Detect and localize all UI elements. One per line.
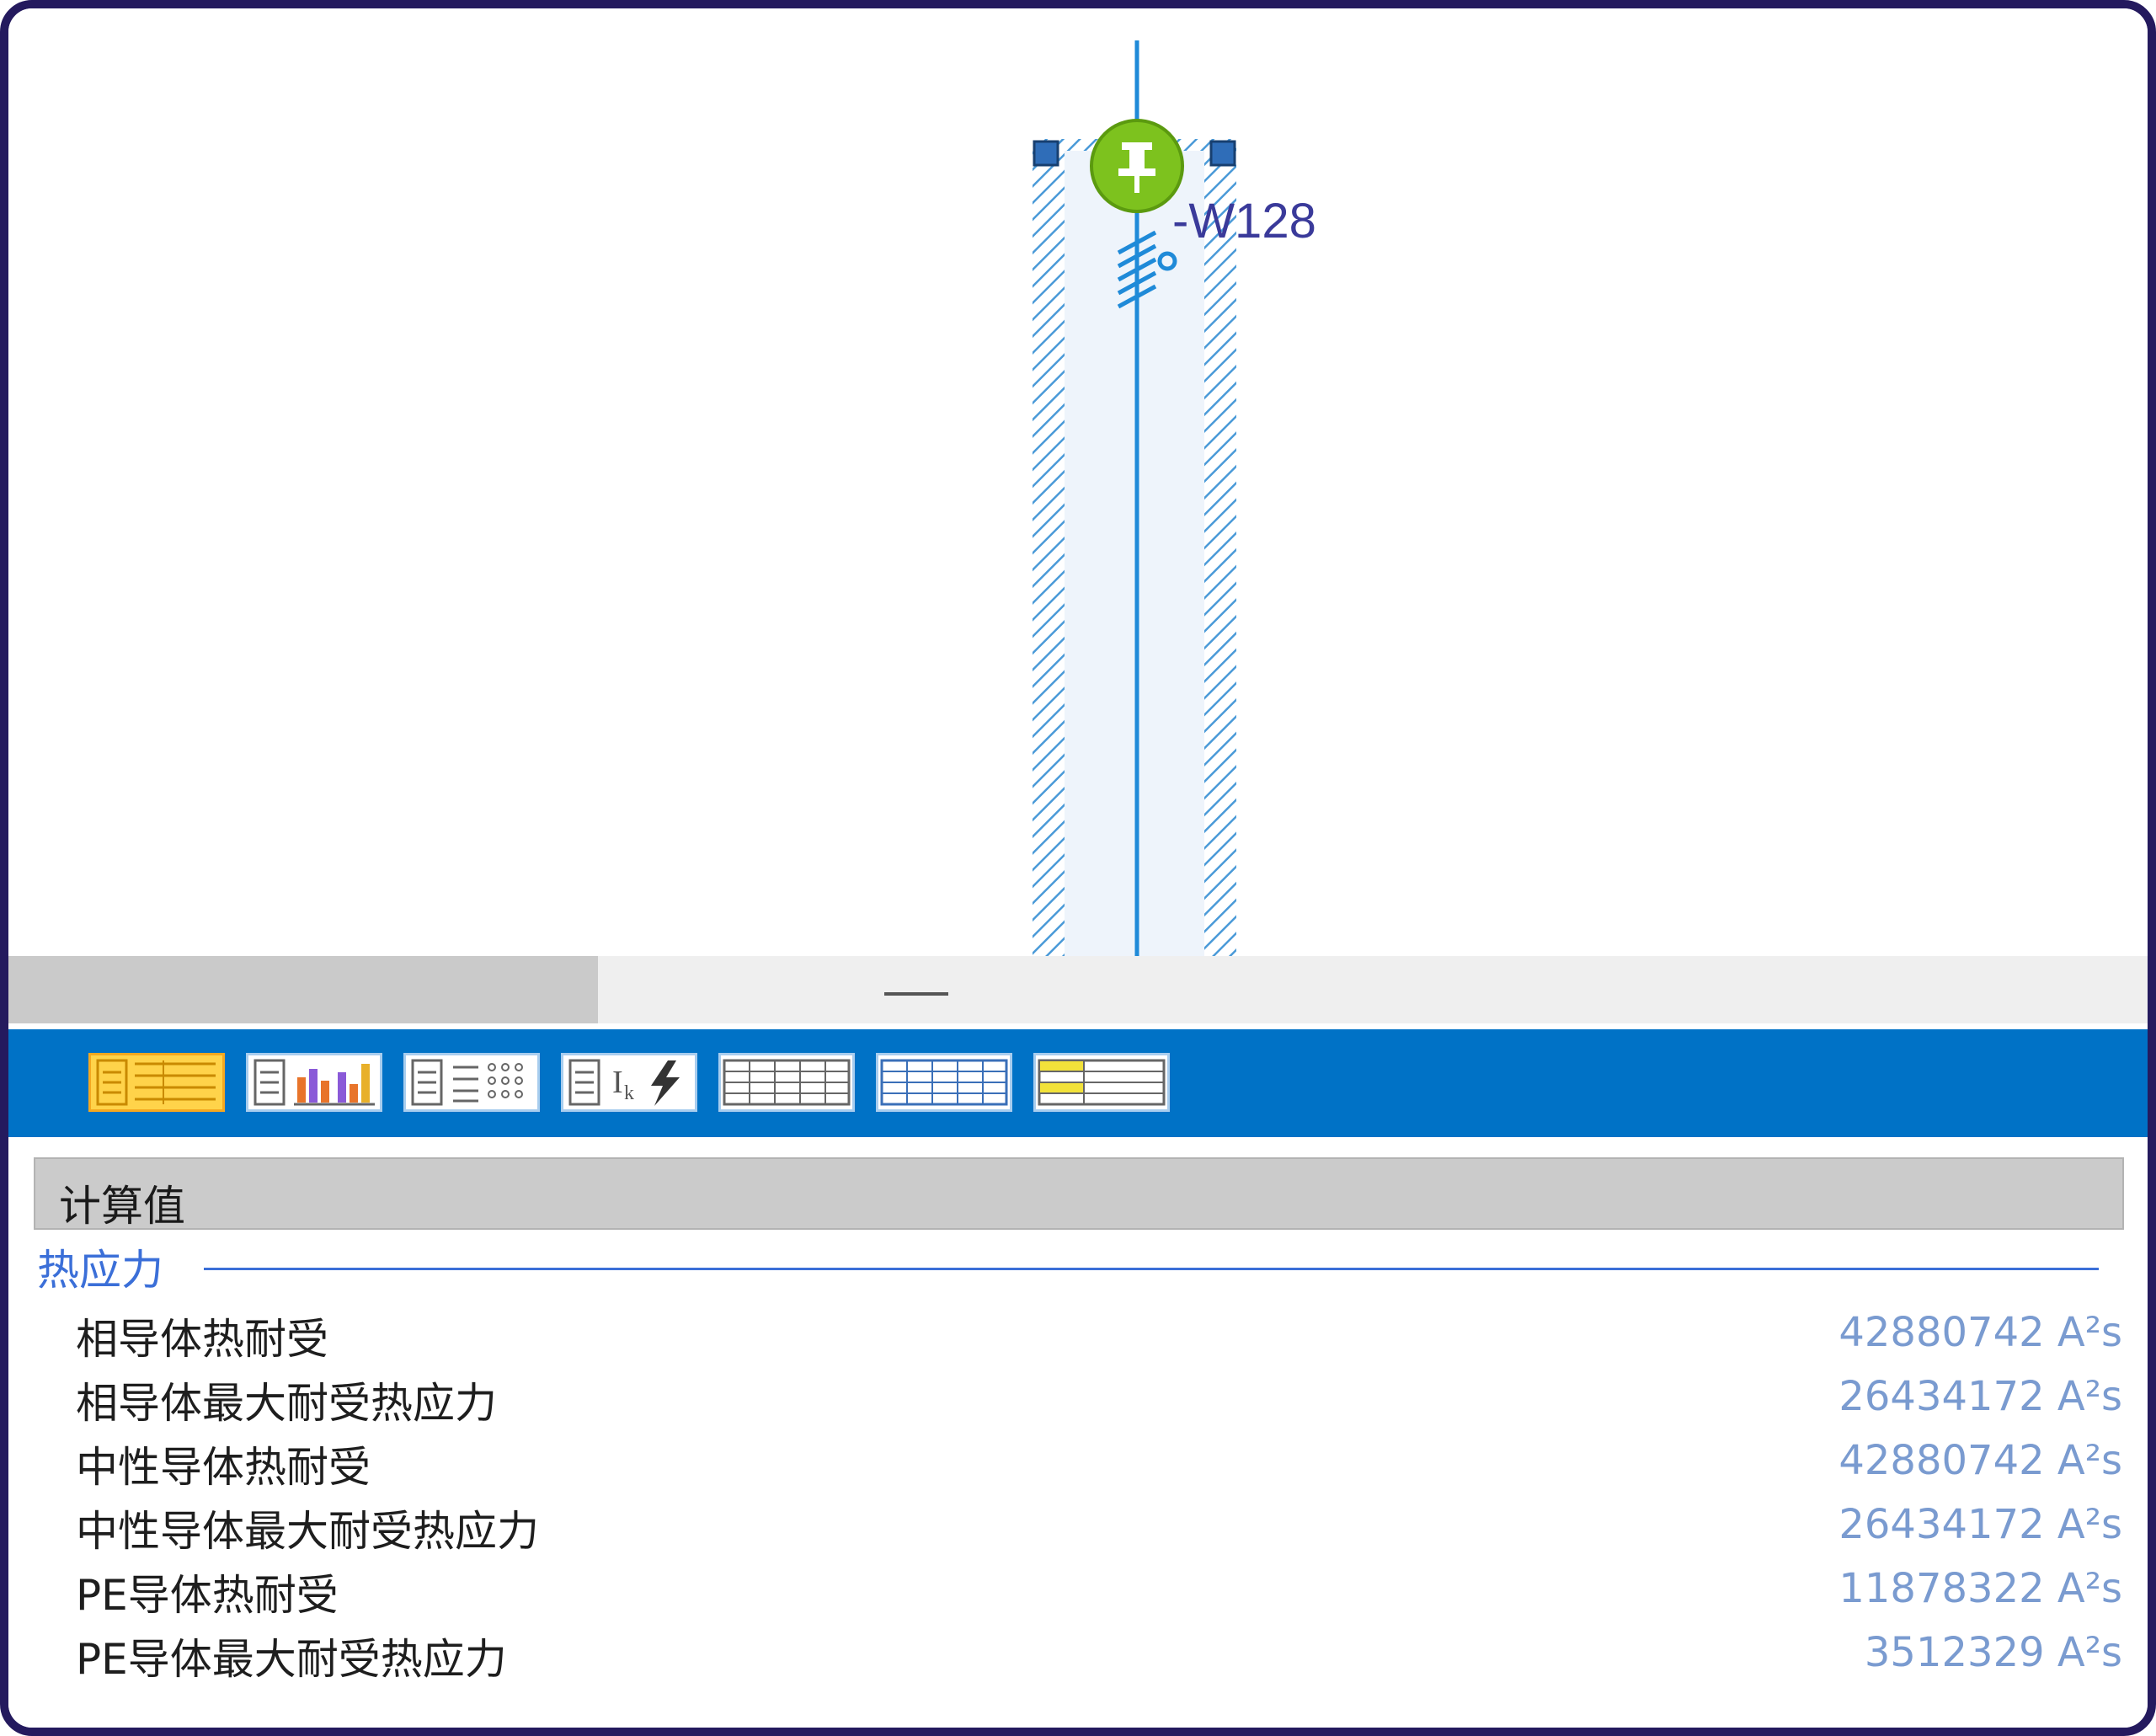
schematic-canvas[interactable]: -W128 <box>8 8 2148 956</box>
view-toolbar: I k <box>8 1029 2148 1137</box>
highlight-table-icon <box>1038 1059 1166 1106</box>
property-row[interactable]: 中性导体最大耐受热应力 26434172 A²s <box>76 1498 2122 1557</box>
table-icon <box>723 1059 851 1106</box>
properties-panel: 计算值 热应力 相导体热耐受 42880742 A²s 相导体最大耐受热应力 2… <box>8 1137 2148 1728</box>
section-header[interactable]: 计算值 <box>34 1157 2124 1231</box>
panel-splitter[interactable] <box>8 956 2148 1023</box>
view-list-button[interactable] <box>403 1053 540 1112</box>
property-label: PE导体最大耐受热应力 <box>76 1635 507 1684</box>
splitter-left-region <box>8 956 598 1023</box>
component-label: -W128 <box>1172 194 1316 248</box>
property-value: 42880742 A²s <box>1838 1309 2122 1356</box>
bar-chart-icon <box>253 1059 375 1106</box>
property-row[interactable]: 相导体热耐受 42880742 A²s <box>76 1306 2122 1365</box>
property-row[interactable]: 相导体最大耐受热应力 26434172 A²s <box>76 1370 2122 1429</box>
group-divider <box>204 1268 2099 1270</box>
svg-text:k: k <box>624 1082 634 1104</box>
property-value: 26434172 A²s <box>1838 1373 2122 1420</box>
property-row[interactable]: PE导体热耐受 11878322 A²s <box>76 1562 2122 1621</box>
view-highlight-table-button[interactable] <box>1033 1053 1170 1112</box>
selection-hatch-left <box>1033 143 1065 956</box>
view-chart-button[interactable] <box>246 1053 382 1112</box>
splitter-grip[interactable] <box>884 992 948 996</box>
view-summary-button[interactable] <box>88 1053 225 1112</box>
pushpin-icon[interactable] <box>1090 119 1184 213</box>
property-value: 26434172 A²s <box>1838 1501 2122 1548</box>
group-title: 热应力 <box>37 1246 163 1295</box>
property-label: 相导体热耐受 <box>76 1315 328 1364</box>
view-table-alt-button[interactable] <box>876 1053 1012 1112</box>
property-row[interactable]: 中性导体热耐受 42880742 A²s <box>76 1434 2122 1493</box>
ik-lightning-icon: I k <box>568 1059 680 1106</box>
resize-handle-right[interactable] <box>1209 140 1236 167</box>
property-value: 42880742 A²s <box>1838 1437 2122 1484</box>
view-short-circuit-button[interactable]: I k <box>561 1053 697 1112</box>
property-label: 中性导体最大耐受热应力 <box>76 1507 539 1556</box>
list-grid-icon <box>411 1059 523 1106</box>
cable-symbol-icon <box>1117 230 1177 309</box>
section-header-label: 计算值 <box>59 1182 185 1231</box>
property-value: 3512329 A²s <box>1864 1629 2122 1676</box>
property-row[interactable]: PE导体最大耐受热应力 3512329 A²s <box>76 1626 2122 1685</box>
resize-handle-left[interactable] <box>1033 140 1059 167</box>
layout-summary-icon <box>96 1059 216 1106</box>
view-table-button[interactable] <box>718 1053 855 1112</box>
property-label: PE导体热耐受 <box>76 1571 339 1620</box>
table-blue-icon <box>880 1059 1008 1106</box>
selection-fill <box>1033 143 1236 956</box>
svg-text:I: I <box>612 1065 623 1100</box>
selection-hatch-right <box>1204 143 1236 956</box>
property-label: 相导体最大耐受热应力 <box>76 1379 497 1428</box>
schematic-svg: -W128 <box>1033 40 1316 956</box>
cable-selection[interactable] <box>1033 139 1236 956</box>
property-label: 中性导体热耐受 <box>76 1443 371 1492</box>
property-value: 11878322 A²s <box>1838 1565 2122 1612</box>
